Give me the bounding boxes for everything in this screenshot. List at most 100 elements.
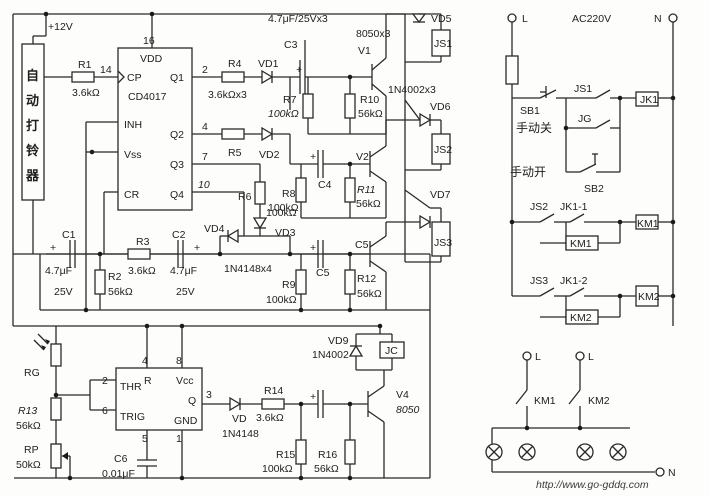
r7-label: R7 (283, 94, 297, 106)
r11-value: 56kΩ (356, 198, 381, 210)
vd4-label: VD4 (204, 223, 225, 235)
js1-label: JS1 (434, 38, 452, 50)
lamp-km2-label: KM2 (588, 395, 610, 407)
c3-value: 4.7μF/25Vx3 (268, 13, 328, 25)
c6-value: 0.01μF (102, 468, 135, 480)
r8-label: R8 (282, 188, 296, 200)
r12-value: 56kΩ (357, 288, 382, 300)
module-char-5: 器 (25, 169, 40, 184)
jc-label: JC (385, 345, 398, 357)
c6-label: C6 (114, 453, 128, 465)
r10-label: R10 (360, 94, 379, 106)
sb1-text: 手动关 (516, 121, 552, 135)
sb2-label: SB2 (584, 183, 604, 195)
rp-label: RP (24, 444, 39, 456)
resistor-r1 (44, 71, 118, 83)
vd-label: VD (232, 413, 247, 425)
vd3-label: VD3 (275, 227, 296, 239)
auto-ring-module: 自 动 打 铃 器 (21, 35, 46, 254)
vd7-label: VD7 (430, 189, 451, 201)
ac-voltage-label: AC220V (572, 13, 611, 25)
r15-value: 100kΩ (262, 463, 293, 475)
module-char-4: 铃 (26, 143, 39, 159)
ac-n-label: N (654, 13, 662, 25)
vd9-label: VD9 (328, 335, 349, 347)
r13-value: 56kΩ (16, 420, 41, 432)
jk1-2-label: JK1-2 (560, 275, 588, 287)
r16-value: 56kΩ (314, 463, 339, 475)
manual-on-label: 手动开 (510, 165, 546, 179)
r6-value: 100kΩ (266, 207, 297, 219)
timer-pin2-num: 2 (102, 375, 108, 387)
lamp-section (485, 351, 665, 477)
c5-label: C5 (355, 239, 369, 251)
vd4-type-label: 1N4148x4 (224, 263, 272, 275)
r8-value: 100kΩ (268, 202, 299, 214)
lamp-l2-label: L (588, 351, 594, 363)
r9-label: R9 (282, 279, 296, 291)
r14-label: R14 (264, 385, 283, 397)
cr-pin-label: CR (124, 189, 140, 201)
timer-pin1-num: 1 (176, 433, 182, 445)
watermark-text: http://www.go-gddq.com (536, 479, 649, 491)
cd4017-chip (117, 11, 193, 211)
c1-voltage: 25V (54, 286, 73, 298)
km1-rows (509, 98, 676, 296)
q3-pin-label: Q3 (170, 159, 184, 171)
js2-label: JS2 (434, 144, 452, 156)
lamp-km1-label: KM1 (534, 395, 556, 407)
r4-label: R4 (228, 58, 242, 70)
c5-label-2: C5 (316, 267, 330, 279)
module-char-3: 打 (26, 118, 39, 134)
c4-label: C4 (318, 179, 332, 191)
timer-input-network (14, 326, 430, 481)
jg-contact-label: JG (578, 113, 591, 125)
r5-label: R5 (228, 147, 242, 159)
km2-rows (512, 285, 676, 325)
r1-value: 3.6kΩ (72, 87, 100, 99)
timer-vcc-label: Vcc (176, 375, 194, 387)
rp-value: 50kΩ (16, 459, 41, 471)
r12-label: R12 (357, 273, 376, 285)
js2-contact-label: JS2 (530, 201, 548, 213)
c4-plus: + (310, 151, 316, 163)
q4-pin-label: Q4 (170, 189, 184, 201)
timer-pin8-num: 8 (176, 355, 182, 367)
r1-label: R1 (78, 59, 92, 71)
q4-pin-num: 10 (198, 179, 210, 191)
sb2-row (566, 128, 621, 173)
jc-relay-coil (348, 323, 405, 371)
km1-coil-label: KM1 (637, 218, 659, 230)
c2-value: 4.7μF (170, 265, 197, 277)
timer-r-label: R (144, 375, 152, 387)
sb1-label: SB1 (520, 105, 540, 117)
c1-label: C1 (62, 229, 76, 241)
r2-value: 56kΩ (108, 286, 133, 298)
q2-q3-path (192, 120, 387, 236)
q2-pin-num: 4 (202, 121, 208, 133)
q1-pin-num: 2 (202, 64, 208, 76)
pin-14-label: 14 (100, 64, 112, 76)
ac-l-label: L (522, 13, 528, 25)
vd6-type-label: 1N4002x3 (388, 84, 436, 96)
q1-output-path (192, 60, 350, 94)
km2-coil-label: KM2 (638, 291, 660, 303)
jk1-1-label: JK1-1 (560, 201, 588, 213)
q1-pin-label: Q1 (170, 72, 184, 84)
q4-path (192, 191, 290, 254)
v2-label: V2 (356, 151, 369, 163)
q3-pin-num: 7 (202, 151, 208, 163)
lamp-l1-label: L (535, 351, 541, 363)
c1-plus: + (50, 242, 56, 254)
timer-pin4-num: 4 (142, 355, 148, 367)
vd1-label: VD1 (258, 58, 279, 70)
v1-type-label: 8050x3 (356, 28, 391, 40)
inh-vss-wiring (85, 121, 118, 310)
r11-label: R11 (357, 184, 375, 196)
js2-relay-coil (386, 62, 451, 171)
jk1-coil-label: JK1 (640, 94, 658, 106)
ground-bus (12, 254, 431, 478)
timer-thr-label: THR (120, 381, 142, 393)
